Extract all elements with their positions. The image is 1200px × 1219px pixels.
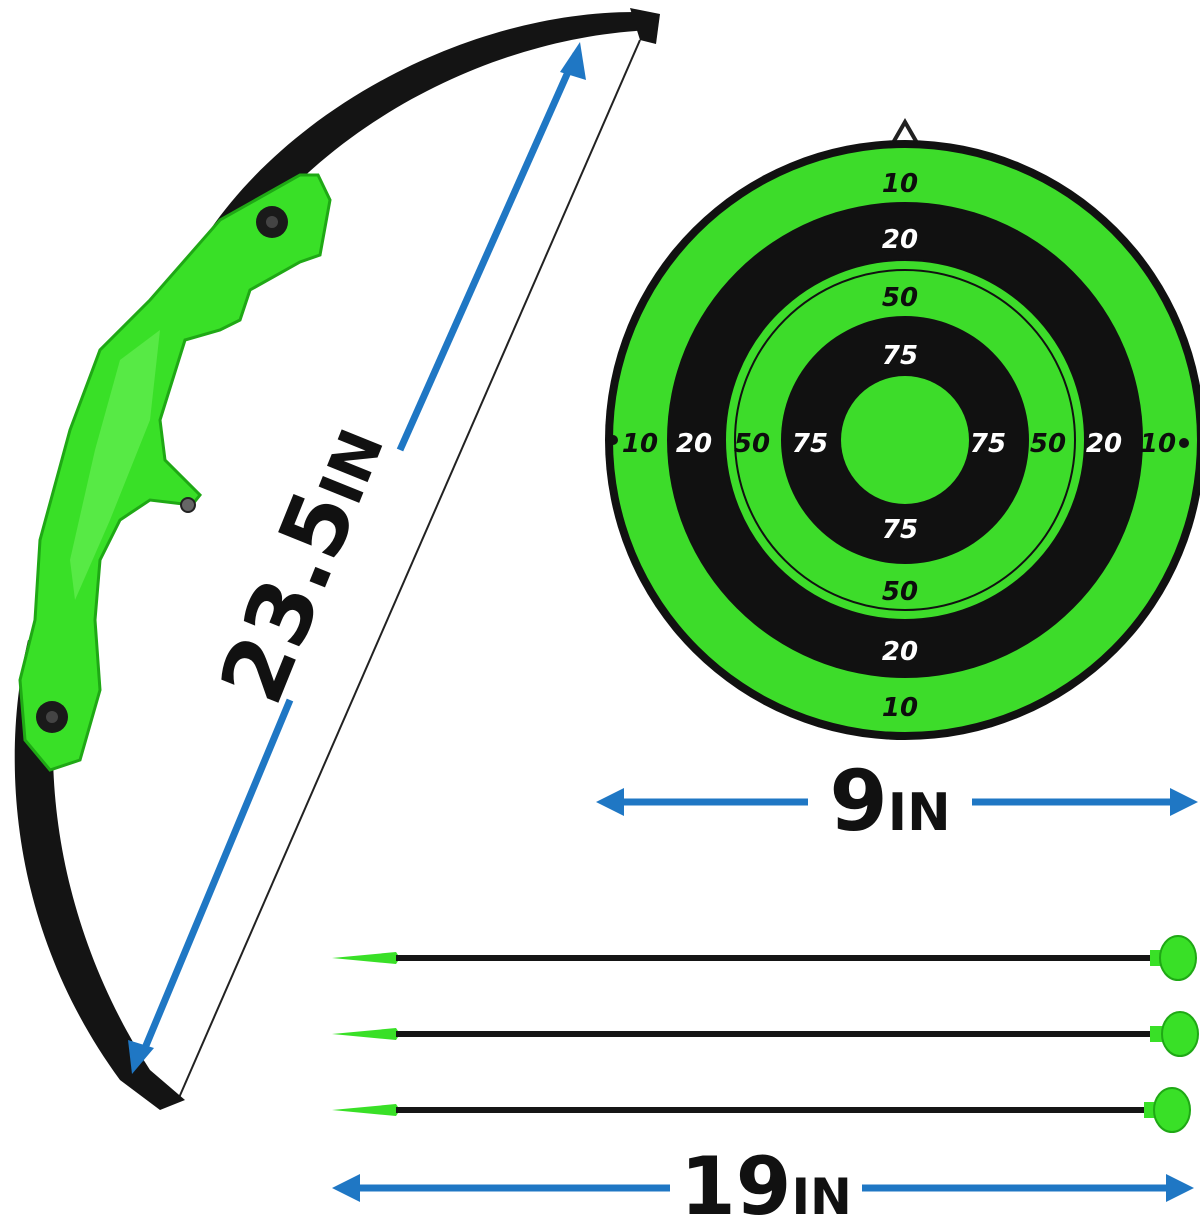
- score-label-top-20: 20: [882, 225, 918, 255]
- arrow-3-suction-cup: [1153, 1087, 1191, 1133]
- bow-lower-bolt-center: [46, 711, 58, 723]
- bow-riser-highlight: [70, 330, 160, 600]
- score-label-right-10: 10: [1140, 429, 1176, 459]
- score-label-bottom-75: 75: [882, 515, 918, 545]
- target-diameter-arrowhead-right: [1170, 788, 1198, 816]
- svg-text:23.5IN: 23.5IN: [200, 410, 404, 717]
- score-label-bottom-20: 20: [882, 637, 918, 667]
- score-label-top-75: 75: [882, 341, 918, 371]
- bow-arrow-rest-pin: [180, 497, 196, 513]
- target-diameter-arrowhead-left: [596, 788, 624, 816]
- score-label-top-50: 50: [882, 283, 918, 313]
- bow-length-arrowhead-bottom: [128, 1040, 154, 1074]
- bow-length-arrow-upper: [396, 52, 580, 452]
- score-label-right-20: 20: [1086, 429, 1122, 459]
- arrow-length-arrowhead-right: [1166, 1174, 1194, 1202]
- score-label-right-50: 50: [1030, 429, 1066, 459]
- target-bullseye: [841, 376, 969, 504]
- score-label-bottom-50: 50: [882, 577, 918, 607]
- arrow-length-unit: IN: [791, 1168, 851, 1219]
- target-side-pin-left: [608, 435, 618, 445]
- score-label-left-10: 10: [622, 429, 658, 459]
- bow-length-value: 23.5: [200, 477, 377, 717]
- bow-string: [177, 39, 641, 1101]
- svg-text:19IN: 19IN: [680, 1140, 852, 1219]
- bow-upper-bolt-center: [266, 216, 278, 228]
- target: 10 20 50 75 75 50 20 10 10 20 50 75 75 5…: [596, 117, 1200, 850]
- arrow-1: [332, 935, 1197, 981]
- target-side-pin-right: [1179, 438, 1189, 448]
- arrow-2-suction-cup: [1161, 1011, 1199, 1057]
- arrow-length-dimension: 19IN: [332, 1140, 1194, 1219]
- svg-text:9IN: 9IN: [829, 752, 950, 850]
- bow-length-dimension: 23.5IN: [128, 42, 586, 1074]
- score-label-left-50: 50: [734, 429, 770, 459]
- arrow-2-fletching: [332, 1028, 400, 1040]
- score-label-right-75: 75: [970, 429, 1006, 459]
- arrow-1-suction-cup: [1159, 935, 1197, 981]
- arrow-2: [332, 1011, 1199, 1057]
- arrows: 19IN: [332, 935, 1199, 1219]
- arrow-3-fletching: [332, 1104, 400, 1116]
- arrow-3: [332, 1087, 1191, 1133]
- target-hang-loop: [888, 117, 922, 149]
- score-label-left-20: 20: [676, 429, 712, 459]
- target-ring-50-inner-line: [734, 269, 1076, 611]
- bow: 23.5IN: [14, 8, 660, 1110]
- score-label-top-10: 10: [882, 169, 918, 199]
- arrow-length-value: 19: [680, 1140, 791, 1219]
- bow-length-arrow-lower: [136, 698, 294, 1062]
- target-diameter-unit: IN: [888, 783, 951, 843]
- score-label-bottom-10: 10: [882, 693, 918, 723]
- bow-length-arrowhead-top: [560, 42, 586, 80]
- arrow-1-fletching: [332, 952, 400, 964]
- score-label-left-75: 75: [792, 429, 828, 459]
- target-diameter-value: 9: [829, 752, 887, 850]
- bow-riser: [18, 173, 332, 772]
- arrow-length-arrowhead-left: [332, 1174, 360, 1202]
- bow-upper-tip: [630, 8, 660, 44]
- target-diameter-dimension: 9IN: [596, 752, 1198, 850]
